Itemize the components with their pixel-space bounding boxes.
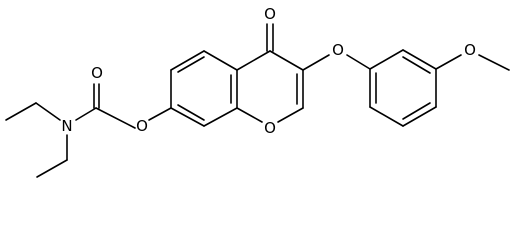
- bond-c2-o1: [277, 107, 304, 123]
- bond-carbamate-c-o-ester: [95, 107, 136, 129]
- ring-oxygen-label: O: [264, 119, 276, 137]
- bond-c7-c8-inner: [177, 104, 205, 121]
- bond-c4a-c4: [236, 50, 271, 71]
- bond-c5-c6-inner: [177, 56, 205, 73]
- bond-ch2-ch3-lower: [36, 159, 68, 178]
- bond-ar-c2-c3-inner: [402, 56, 431, 74]
- methoxy-oxygen-label: O: [464, 41, 476, 59]
- bond-c3-o-ether: [302, 54, 330, 71]
- aryloxy-ether-oxygen-label: O: [332, 41, 344, 59]
- bond-ar-c4-c5-inner: [402, 102, 431, 120]
- molecule-structure: O N O O O O O: [5, 5, 510, 178]
- bond-n-ch2-upper: [35, 102, 61, 121]
- bond-o1-c8a: [236, 107, 263, 123]
- bond-ar-c1-c2: [369, 49, 404, 70]
- bond-o-ether-aryl: [346, 54, 371, 70]
- bond-ch2-ch3-upper: [5, 102, 37, 121]
- bond-c7-c8: [170, 107, 205, 127]
- ester-oxygen-label: O: [136, 117, 148, 135]
- bond-o-c7: [148, 107, 172, 121]
- bond-ar-c4-c5: [402, 106, 437, 127]
- bond-c8-c8a: [203, 107, 238, 127]
- ketone-oxygen-label: O: [264, 5, 276, 23]
- atom-label-layer: O N O O O O O: [61, 5, 476, 137]
- bond-carbamate-c-n: [75, 107, 97, 121]
- carbamate-carbonyl-oxygen-label: O: [91, 64, 103, 82]
- nitrogen-label: N: [61, 117, 72, 135]
- bond-layer: [5, 23, 510, 178]
- bond-c5-c6: [170, 50, 205, 71]
- bond-ar-o-methoxy: [435, 54, 462, 70]
- bond-c4a-c5: [203, 50, 238, 71]
- bond-c4-c3: [269, 50, 304, 71]
- bond-ar-c5-c6: [369, 106, 404, 127]
- bond-o-methyl: [478, 54, 510, 71]
- bond-ar-c2-c3: [402, 49, 437, 70]
